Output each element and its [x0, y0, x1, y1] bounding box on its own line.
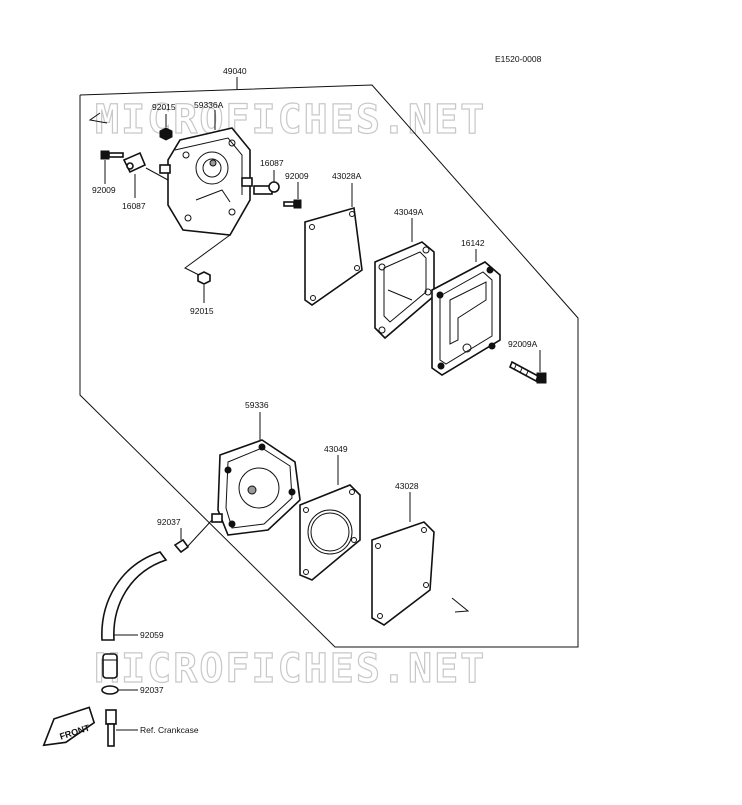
- label-ref-crankcase: Ref. Crankcase: [140, 725, 199, 735]
- label-49040: 49040: [223, 66, 247, 76]
- lower-pump-body[interactable]: [211, 439, 301, 536]
- guide-nut-bottom: [184, 234, 231, 279]
- label-92009A: 92009A: [508, 339, 538, 349]
- upper-pump-body[interactable]: [159, 127, 253, 236]
- gasket-upper[interactable]: [304, 206, 363, 306]
- assembly-outline: [79, 84, 579, 648]
- guide-fitting-left: [145, 167, 169, 181]
- front-arrow: FRONT: [42, 706, 96, 747]
- diagram-id: E1520-0008: [495, 54, 542, 64]
- corner-arrow-top: [88, 112, 108, 124]
- fitting-right[interactable]: [253, 181, 280, 195]
- diaphragm-upper[interactable]: [374, 241, 435, 340]
- bolt-right[interactable]: [283, 199, 302, 209]
- guide-clip-upper: [187, 519, 213, 547]
- fitting-left[interactable]: [122, 151, 147, 174]
- hose-segment[interactable]: [102, 653, 118, 679]
- label-16087-left: 16087: [122, 201, 146, 211]
- label-59336A: 59336A: [194, 100, 224, 110]
- label-92009-left: 92009: [92, 185, 116, 195]
- watermark-bottom: MICROFICHES.NET: [95, 646, 486, 692]
- label-92059: 92059: [140, 630, 164, 640]
- corner-arrow-bottom: [451, 597, 470, 613]
- label-43049A: 43049A: [394, 207, 424, 217]
- label-59336: 59336: [245, 400, 269, 410]
- label-92015-top: 92015: [152, 102, 176, 112]
- label-92009-right: 92009: [285, 171, 309, 181]
- label-92015-bottom: 92015: [190, 306, 214, 316]
- diaphragm-lower[interactable]: [299, 484, 361, 581]
- crankcase-nipple[interactable]: [105, 709, 117, 747]
- label-43049: 43049: [324, 444, 348, 454]
- nut-top[interactable]: [159, 127, 173, 141]
- gasket-lower[interactable]: [371, 521, 435, 626]
- label-92037-upper: 92037: [157, 517, 181, 527]
- label-16142: 16142: [461, 238, 485, 248]
- watermark-top: MICROFICHES.NET: [95, 97, 486, 143]
- label-43028A: 43028A: [332, 171, 362, 181]
- cover-plate[interactable]: [431, 261, 501, 376]
- label-43028: 43028: [395, 481, 419, 491]
- label-16087-right: 16087: [260, 158, 284, 168]
- screw-cover[interactable]: [508, 360, 547, 384]
- hose[interactable]: [101, 551, 168, 641]
- clip-upper[interactable]: [173, 538, 190, 554]
- clip-lower[interactable]: [101, 685, 119, 695]
- label-92037-lower: 92037: [140, 685, 164, 695]
- nut-bottom[interactable]: [197, 271, 211, 285]
- bolt-left[interactable]: [100, 150, 124, 160]
